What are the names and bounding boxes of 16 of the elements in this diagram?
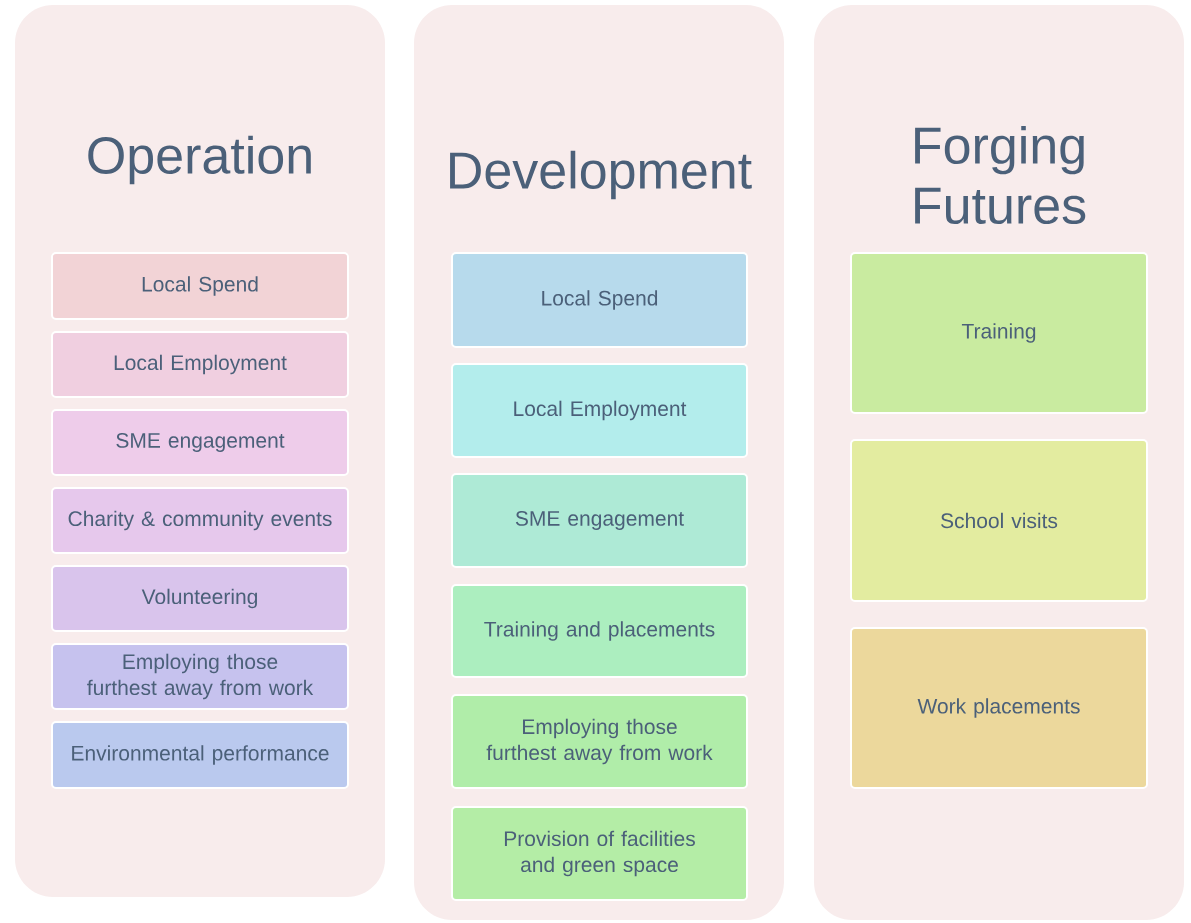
item-box: Employing those furthest away from work [51, 643, 349, 710]
item-box: Training and placements [451, 584, 748, 678]
item-box: Provision of facilities and green space [451, 806, 748, 901]
item-box: Local Employment [51, 331, 349, 398]
item-box: Volunteering [51, 565, 349, 632]
item-box: Employing those furthest away from work [451, 694, 748, 789]
item-box: SME engagement [451, 473, 748, 568]
item-box: Local Spend [451, 252, 748, 348]
item-box: Environmental performance [51, 721, 349, 789]
item-box: Local Spend [51, 252, 349, 320]
item-box: Local Employment [451, 363, 748, 458]
item-box: SME engagement [51, 409, 349, 476]
item-box: School visits [850, 439, 1148, 602]
item-box: Work placements [850, 627, 1148, 789]
item-box: Training [850, 252, 1148, 414]
item-box: Charity & community events [51, 487, 349, 554]
